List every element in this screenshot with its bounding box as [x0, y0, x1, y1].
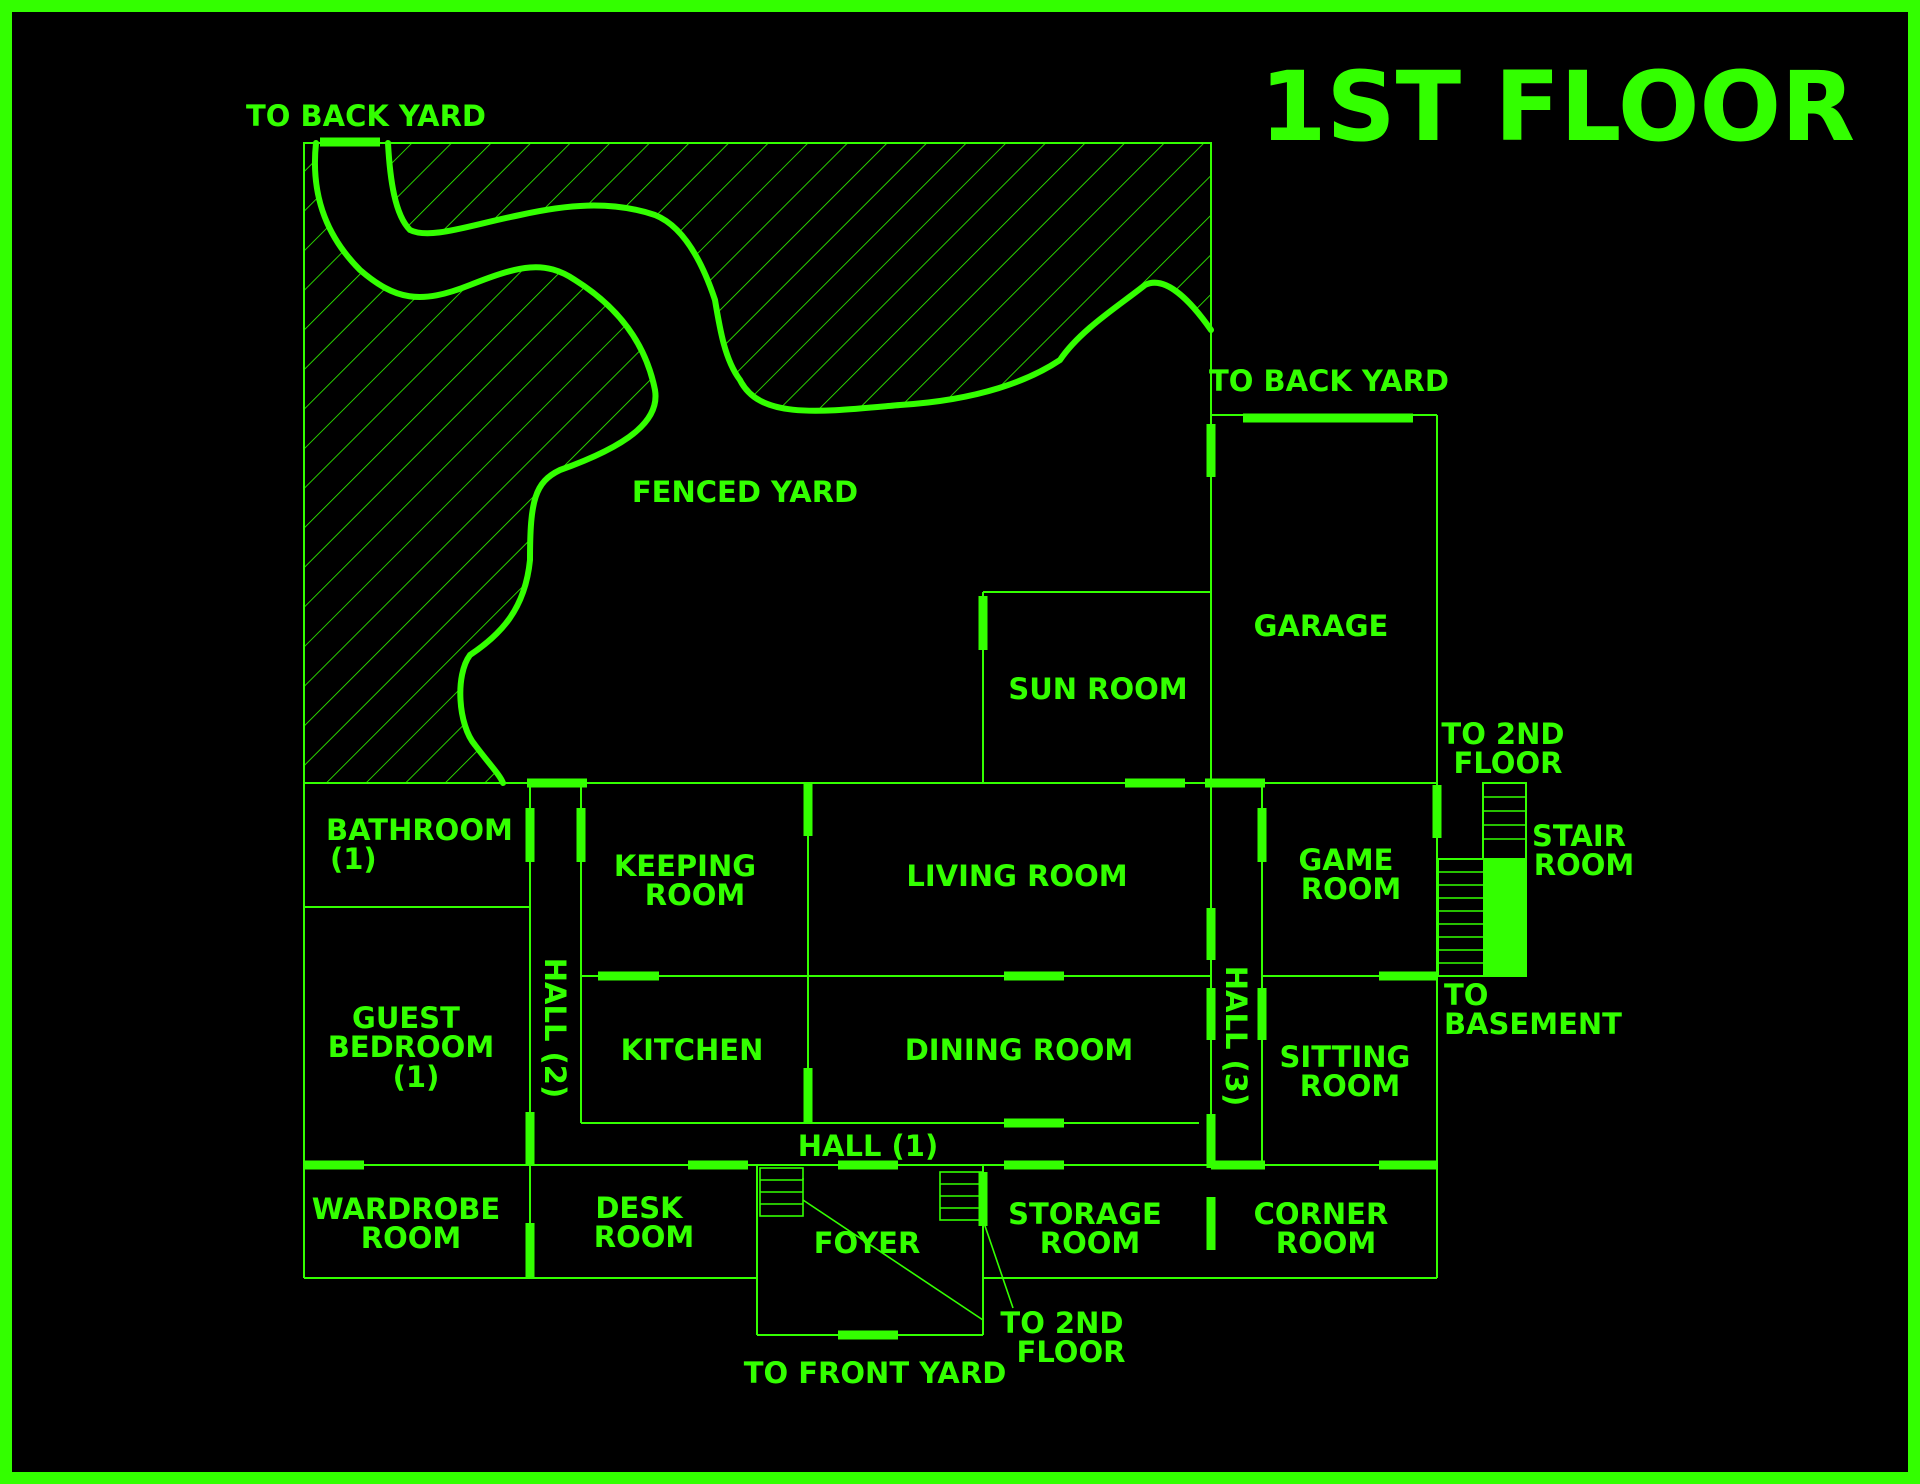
label-fenced-yard: FENCED YARD	[632, 475, 858, 509]
page-title: 1ST FLOOR	[1260, 51, 1855, 163]
leader-line	[802, 1199, 984, 1321]
wooded-area	[304, 143, 1211, 783]
label-to-back-yard-garage: TO BACK YARD	[1209, 364, 1449, 398]
label-sun-room: SUN ROOM	[1008, 672, 1187, 706]
left-tree-line	[312, 140, 659, 786]
label-bathroom: BATHROOM (1)	[326, 813, 523, 876]
leader-line	[982, 1219, 1014, 1309]
label-sitting-room: SITTING ROOM	[1280, 1040, 1421, 1103]
label-keeping-room: KEEPING ROOM	[614, 849, 766, 912]
label-hall-1: HALL (1)	[798, 1129, 938, 1163]
label-corner-room: CORNER ROOM	[1254, 1197, 1399, 1260]
label-stair-room: STAIR ROOM	[1532, 819, 1636, 882]
stair-block	[1483, 859, 1526, 976]
label-kitchen: KITCHEN	[621, 1033, 764, 1067]
label-to-back-yard-top: TO BACK YARD	[246, 99, 486, 133]
label-guest-bedroom: GUEST BEDROOM (1)	[328, 1001, 505, 1094]
label-living-room: LIVING ROOM	[906, 859, 1127, 893]
label-hall-2: HALL (2)	[538, 958, 572, 1098]
label-foyer: FOYER	[814, 1226, 921, 1260]
label-wardrobe-room: WARDROBE ROOM	[312, 1192, 511, 1255]
stairs	[759, 796, 1526, 1221]
right-tree-line	[385, 140, 1214, 414]
label-desk-room: DESK ROOM	[594, 1191, 695, 1254]
label-to-2nd-floor-bottom: TO 2ND FLOOR	[1000, 1306, 1133, 1369]
label-storage-room: STORAGE ROOM	[1008, 1197, 1172, 1260]
label-dining-room: DINING ROOM	[905, 1033, 1134, 1067]
label-to-2nd-floor-right: TO 2ND FLOOR	[1441, 717, 1574, 780]
label-game-room: GAME ROOM	[1298, 843, 1403, 906]
doors	[304, 137, 1442, 1340]
label-garage: GARAGE	[1254, 609, 1389, 643]
label-hall-3: HALL (3)	[1219, 966, 1253, 1106]
label-to-basement: TO BASEMENT	[1444, 978, 1622, 1041]
label-to-front-yard: TO FRONT YARD	[744, 1356, 1007, 1390]
